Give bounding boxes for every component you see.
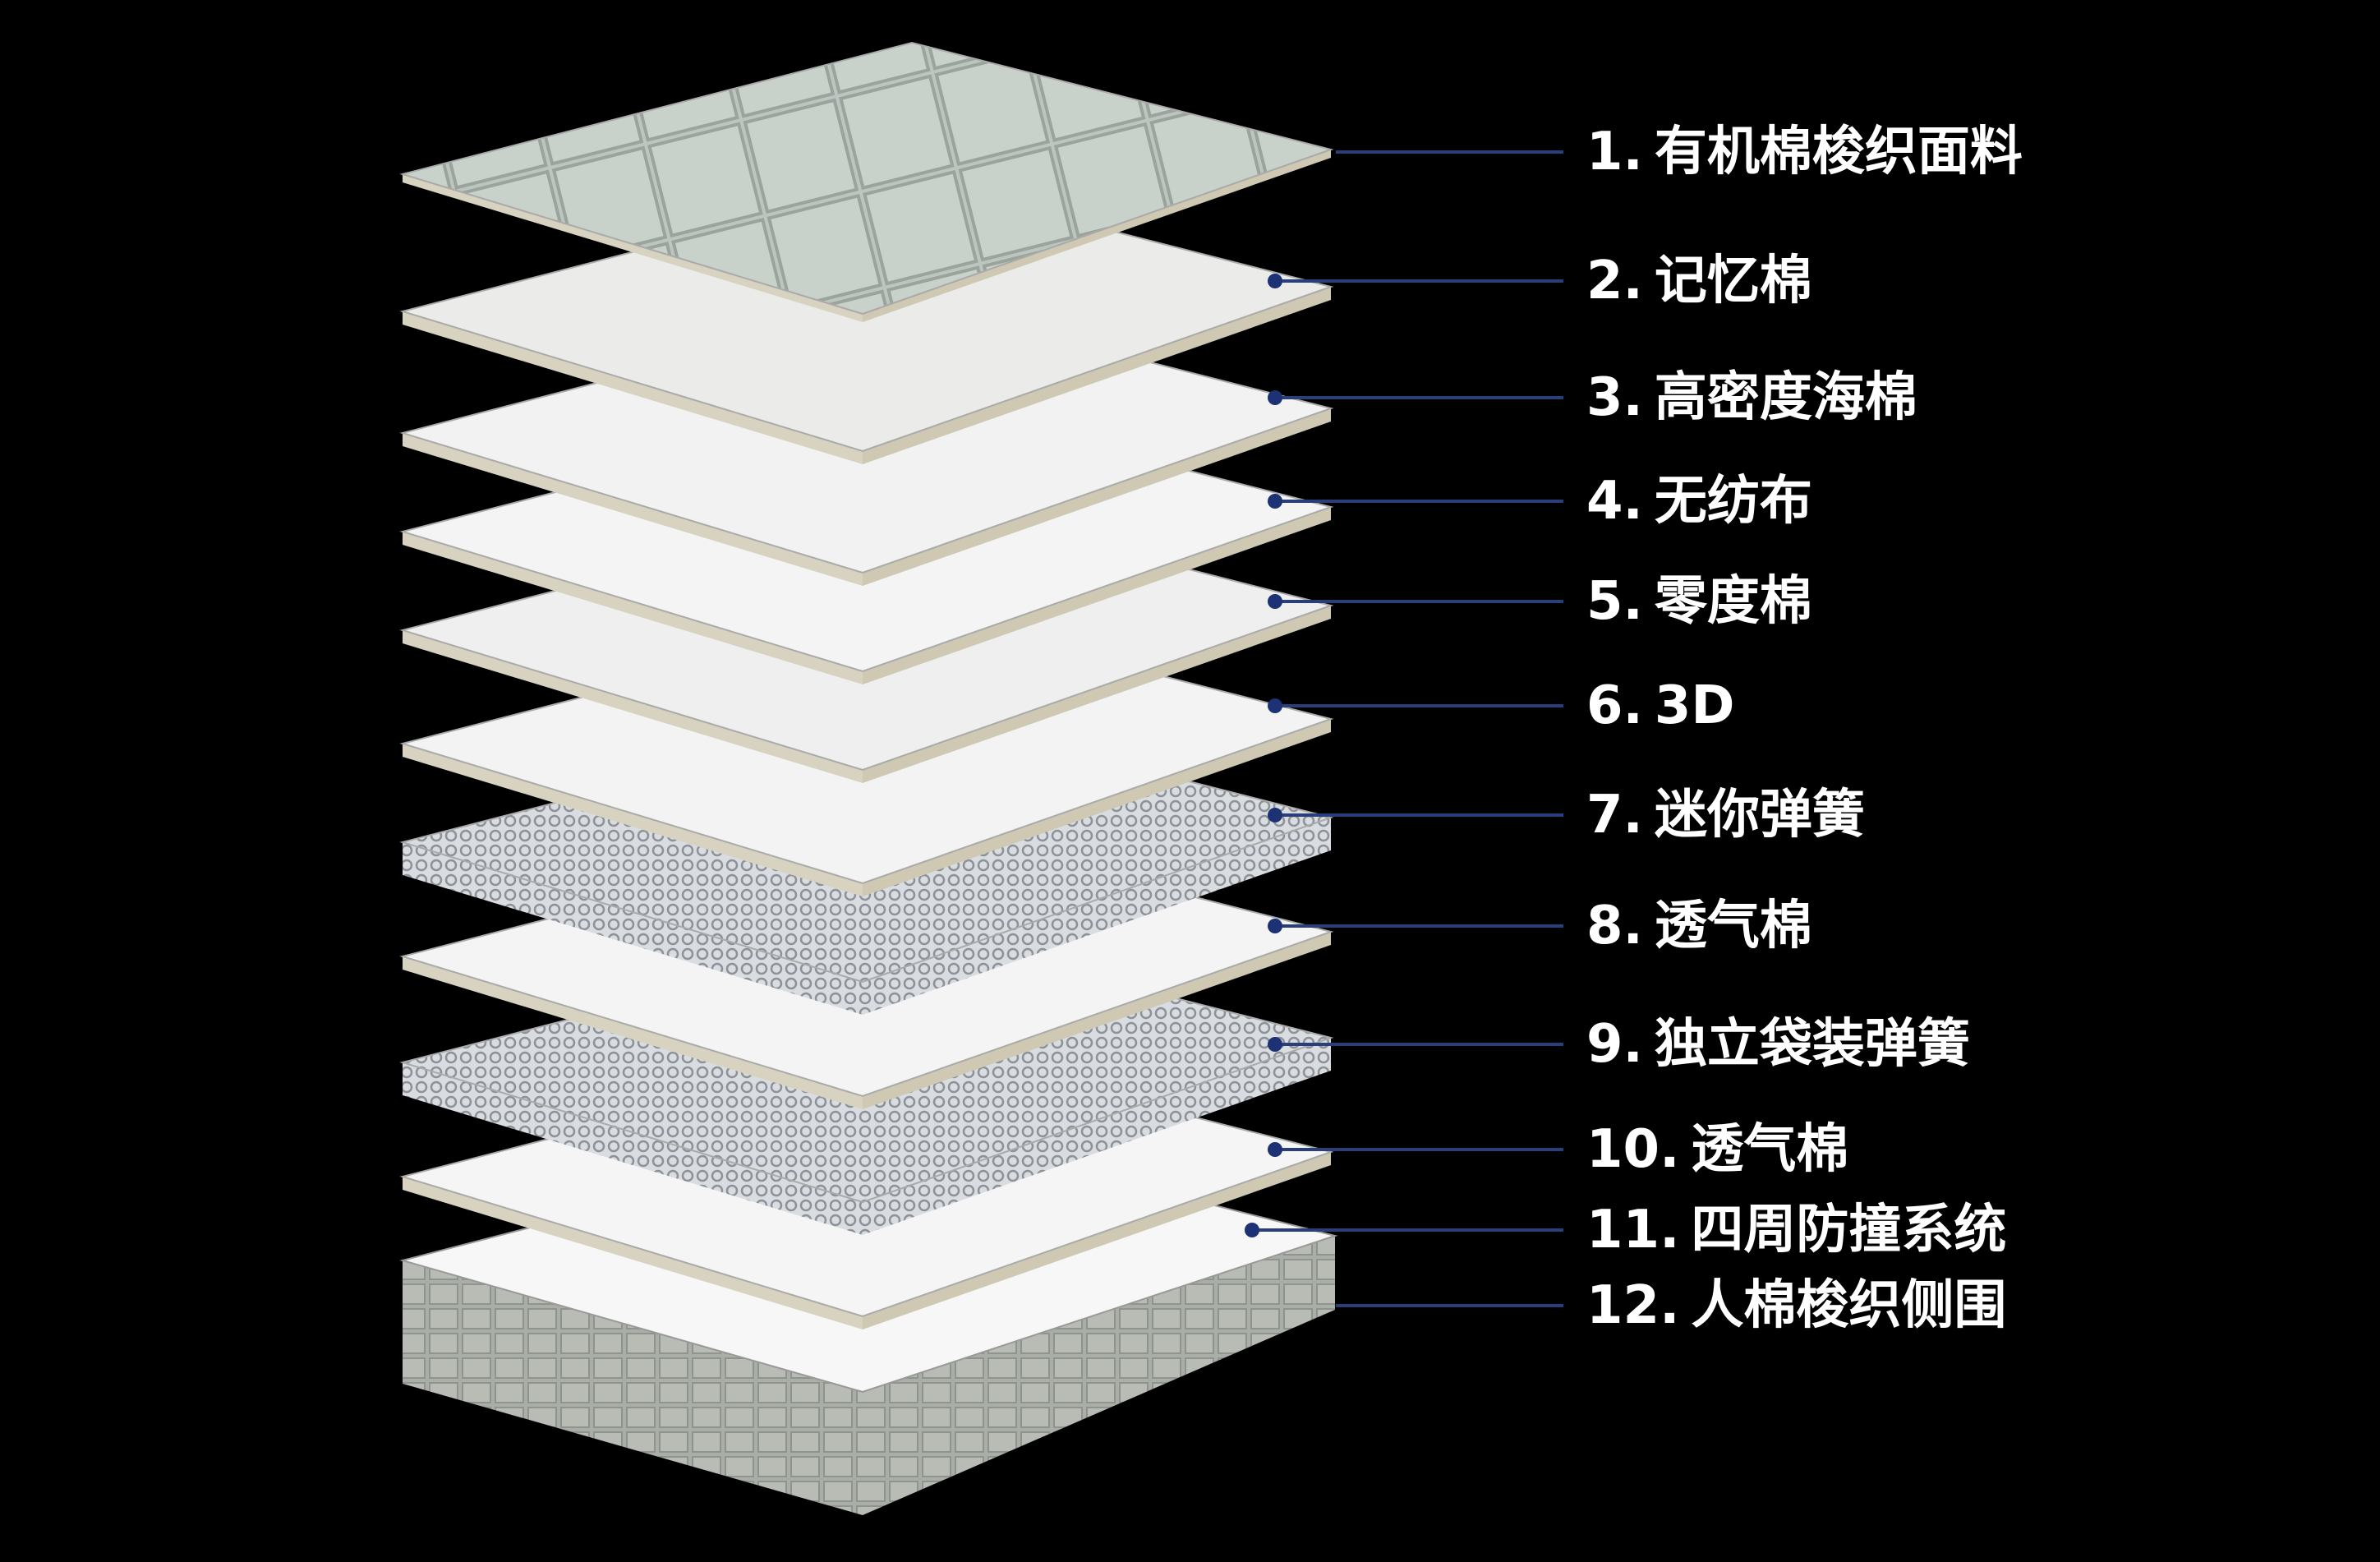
layer-label-4: 4.无纺布 xyxy=(1586,475,1812,528)
side-panel-right xyxy=(863,1236,1335,1515)
layer-edge-2 xyxy=(403,311,863,464)
layer-number: 3. xyxy=(1586,367,1643,428)
leader-dot-3 xyxy=(1268,390,1282,405)
layer-label-2: 2.记忆棉 xyxy=(1586,255,1812,307)
layer-edge-10 xyxy=(403,1177,863,1329)
layer-name: 独立袋装弹簧 xyxy=(1654,1014,1970,1075)
layer-label-1: 1.有机棉梭织面料 xyxy=(1586,126,2023,178)
layer-edge-right-3 xyxy=(863,408,1331,586)
leader-dot-2 xyxy=(1268,274,1282,288)
layer-label-5: 5.零度棉 xyxy=(1586,575,1812,628)
layer-name: 3D xyxy=(1654,675,1735,736)
layer-number: 1. xyxy=(1586,122,1643,182)
layer-edge-1 xyxy=(403,174,863,322)
leader-dot-7 xyxy=(1268,808,1282,822)
layer-edge-4 xyxy=(403,532,863,684)
layer-name: 透气棉 xyxy=(1691,1119,1849,1180)
layer-label-9: 9.独立袋装弹簧 xyxy=(1586,1018,1970,1071)
layer-number: 6. xyxy=(1586,675,1643,736)
layer-edge-9 xyxy=(403,1062,863,1235)
layer-name: 迷你弹簧 xyxy=(1654,785,1865,846)
layer-edge-8 xyxy=(403,956,863,1109)
layer-name: 无纺布 xyxy=(1654,471,1812,532)
layer-name: 高密度海棉 xyxy=(1654,367,1917,428)
leader-dot-6 xyxy=(1268,698,1282,713)
layer-edge-6 xyxy=(403,744,863,896)
layer-label-7: 7.迷你弹簧 xyxy=(1586,789,1865,841)
layer-number: 7. xyxy=(1586,785,1643,846)
layer-name: 零度棉 xyxy=(1654,571,1812,632)
layer-edge-right-5 xyxy=(863,606,1331,783)
layer-1 xyxy=(399,41,1334,316)
leader-dot-11 xyxy=(1245,1223,1259,1237)
leader-dot-9 xyxy=(1268,1037,1282,1052)
layer-label-12: 12.人棉梭织侧围 xyxy=(1586,1279,2006,1332)
layer-edge-5 xyxy=(403,630,863,783)
layer-number: 9. xyxy=(1586,1014,1643,1075)
layer-number: 4. xyxy=(1586,471,1643,532)
layer-number: 2. xyxy=(1586,251,1643,311)
layer-name: 透气棉 xyxy=(1654,896,1812,956)
layer-label-6: 6.3D xyxy=(1586,680,1735,732)
leader-dot-10 xyxy=(1268,1142,1282,1157)
leader-dot-8 xyxy=(1268,919,1282,933)
layer-edge-3 xyxy=(403,433,863,586)
leader-dot-4 xyxy=(1268,494,1282,509)
layer-edge-right-10 xyxy=(863,1152,1331,1329)
layer-number: 11. xyxy=(1586,1200,1680,1260)
layer-name: 人棉梭织侧围 xyxy=(1691,1275,2007,1336)
layer-label-8: 8.透气棉 xyxy=(1586,900,1812,952)
layer-name: 有机棉梭织面料 xyxy=(1654,122,2023,182)
layer-name: 四周防撞系统 xyxy=(1691,1200,2007,1260)
layer-edge-right-4 xyxy=(863,507,1331,684)
layer-label-11: 11.四周防撞系统 xyxy=(1586,1204,2006,1256)
layer-edge-right-2 xyxy=(863,287,1331,464)
side-panel-front xyxy=(403,1260,863,1515)
layer-edge-right-8 xyxy=(863,932,1331,1109)
layer-label-10: 10.透气棉 xyxy=(1586,1123,1848,1176)
layer-edge-right-6 xyxy=(863,719,1331,896)
layer-label-3: 3.高密度海棉 xyxy=(1586,371,1917,424)
layer-edge-right-7 xyxy=(863,818,1331,1015)
leader-dot-5 xyxy=(1268,594,1282,609)
layer-number: 10. xyxy=(1586,1119,1680,1180)
layer-name: 记忆棉 xyxy=(1654,251,1812,311)
layer-number: 8. xyxy=(1586,896,1643,956)
layer-number: 12. xyxy=(1586,1275,1680,1336)
layer-edge-right-9 xyxy=(863,1038,1331,1235)
layer-edge-7 xyxy=(403,842,863,1015)
layer-edge-right-1 xyxy=(863,150,1331,322)
layer-number: 5. xyxy=(1586,571,1643,632)
